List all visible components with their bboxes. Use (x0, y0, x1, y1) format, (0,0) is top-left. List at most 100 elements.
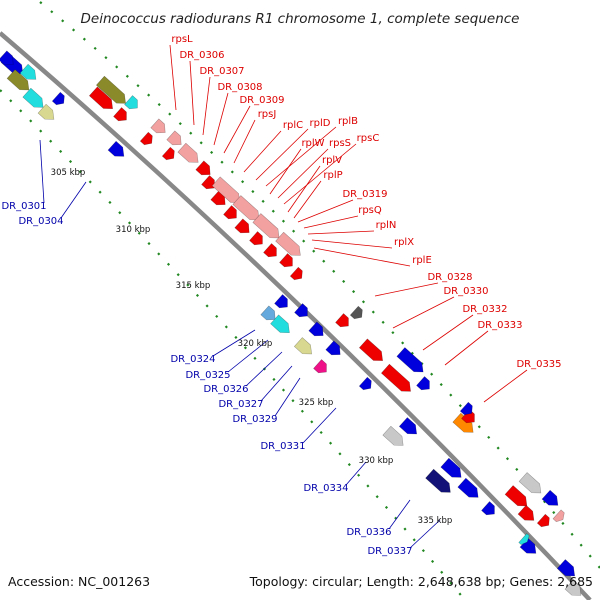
gene-feature (440, 457, 462, 478)
gene-feature-shape (234, 218, 250, 234)
gene-label-plus: rpsJ (258, 109, 277, 120)
gene-feature-shape (313, 359, 327, 374)
leader-line (39, 139, 45, 204)
leader-line (265, 126, 337, 187)
gene-label-minus: DR_0326 (203, 384, 248, 395)
gene-feature (95, 75, 126, 104)
gene-label-plus: DR_0333 (477, 320, 522, 331)
gene-label-plus: DR_0328 (427, 272, 472, 283)
gene-feature-shape (95, 75, 126, 104)
gene-label-minus: DR_0301 (1, 201, 46, 212)
gene-feature-shape (139, 131, 153, 146)
gene-feature-shape (308, 321, 324, 337)
gene-feature (457, 477, 479, 498)
gene-feature (201, 175, 215, 190)
gene-feature-shape (166, 130, 182, 146)
gene-feature (556, 559, 575, 577)
gene-feature (124, 95, 138, 110)
leader-line (223, 105, 251, 154)
gene-label-plus: rplX (394, 237, 414, 248)
scale-tick-label: 310 kbp (116, 225, 151, 235)
gene-feature-shape (293, 337, 312, 355)
gene-label-minus: DR_0334 (303, 483, 348, 494)
gene-feature (481, 501, 495, 516)
gene-feature-shape (260, 305, 276, 321)
leader-line (245, 351, 283, 387)
gene-feature-shape (382, 425, 404, 446)
scale-tick-label: 335 kbp (418, 516, 453, 526)
gene-feature-shape (416, 376, 430, 391)
gene-feature (232, 195, 260, 221)
gene-label-plus: rplW (301, 138, 324, 149)
gene-feature (380, 363, 411, 392)
gene-feature-shape (201, 175, 215, 190)
gene-feature (263, 243, 277, 258)
gene-feature (416, 376, 430, 391)
gene-feature-shape (425, 468, 451, 493)
gene-feature-shape (22, 87, 44, 108)
gene-label-minus: DR_0331 (260, 441, 305, 452)
gene-feature (177, 142, 199, 163)
chromosome-backbone (0, 31, 592, 600)
gene-feature (0, 50, 14, 66)
gene-feature-shape (380, 363, 411, 392)
gene-feature-shape (349, 305, 363, 320)
gene-feature-shape (289, 266, 303, 281)
leader-line (345, 461, 367, 486)
leader-line (374, 282, 439, 297)
leader-line (277, 148, 329, 199)
leader-line (169, 44, 177, 111)
gene-feature (113, 107, 127, 122)
gene-feature (275, 231, 301, 256)
gene-label-plus: DR_0319 (342, 189, 387, 200)
gene-label-minus: DR_0304 (18, 216, 63, 227)
gene-feature-shape (252, 213, 280, 239)
gene-feature (519, 537, 537, 554)
gene-feature-shape (396, 347, 424, 373)
gene-label-plus: rpsL (171, 34, 193, 45)
gene-feature (223, 205, 237, 220)
gene-feature-shape (249, 231, 263, 246)
gene-label-plus: rplN (376, 220, 397, 231)
gene-feature (51, 91, 65, 106)
gene-feature (518, 472, 542, 494)
label-leader-lines (39, 44, 528, 549)
gene-label-plus: DR_0335 (516, 359, 561, 370)
gene-feature-shape (440, 457, 462, 478)
gene-feature-shape (536, 513, 550, 528)
leader-line (313, 247, 411, 267)
gene-feature (313, 359, 327, 374)
gene-label-plus: rpsS (329, 138, 351, 149)
gene-features (0, 50, 582, 596)
gene-feature (517, 504, 535, 521)
gene-feature (294, 303, 308, 318)
genome-summary: Topology: circular; Length: 2,648,638 bp… (249, 574, 593, 589)
gene-feature-shape (232, 195, 260, 221)
gene-label-plus: DR_0332 (462, 304, 507, 315)
gene-feature-shape (113, 107, 127, 122)
scale-tick-label: 315 kbp (176, 281, 211, 291)
leader-line (303, 215, 359, 229)
leader-line (189, 60, 195, 126)
gene-feature (19, 63, 37, 80)
gene-feature (279, 253, 293, 268)
gene-label-plus: rplC (283, 120, 303, 131)
gene-feature-shape (552, 509, 565, 523)
gene-feature (107, 140, 125, 157)
gene-feature (518, 533, 530, 545)
leader-line (255, 128, 309, 181)
scale-tick-label: 330 kbp (359, 456, 394, 466)
gene-feature-shape (263, 243, 277, 258)
gene-feature-shape (518, 533, 530, 545)
gene-label-minus: DR_0327 (218, 399, 263, 410)
gene-feature-shape (88, 86, 113, 109)
gene-feature-shape (481, 501, 495, 516)
leader-line (307, 230, 375, 235)
gene-feature-shape (518, 472, 542, 494)
gene-feature-shape (398, 417, 417, 435)
leader-line (213, 92, 229, 146)
gene-feature (150, 118, 166, 134)
gene-feature (358, 376, 372, 391)
leader-line (297, 199, 354, 223)
